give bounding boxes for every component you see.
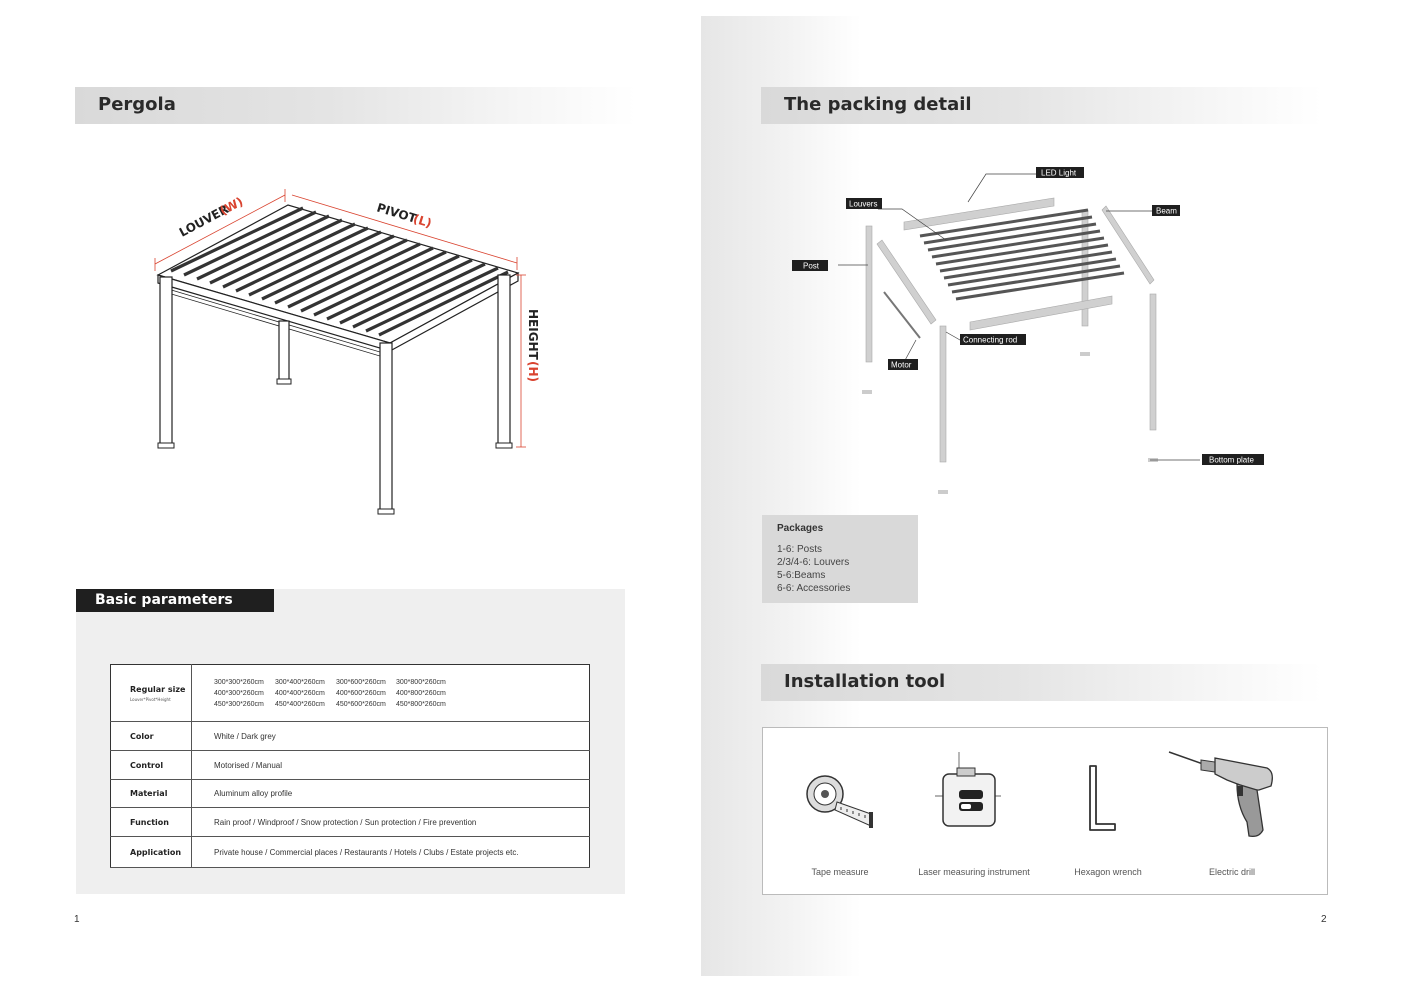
package-item: 1-6: Posts: [777, 544, 823, 555]
installation-title: Installation tool: [784, 671, 946, 692]
param-key: Application: [110, 836, 192, 868]
pergola-title: Pergola: [98, 94, 176, 115]
louver-slats: [170, 206, 509, 337]
svg-text:(W): (W): [217, 194, 245, 218]
leader-lines: [838, 173, 1200, 461]
tool-label: Tape measure: [811, 867, 869, 877]
tool-label: Electric drill: [1208, 867, 1255, 877]
installation-title-bar: Installation tool: [761, 664, 1322, 701]
electric-drill-icon: [1168, 751, 1273, 838]
exploded-beams: [876, 197, 1155, 331]
param-key: Material: [110, 779, 192, 808]
post-bases: [157, 378, 513, 515]
table-row: Function Rain proof / Windproof / Snow p…: [110, 807, 590, 837]
svg-text:Motor: Motor: [891, 361, 912, 370]
param-key: Color: [110, 721, 192, 751]
laser-level-icon: [935, 752, 1001, 827]
packing-title: The packing detail: [784, 94, 972, 115]
tool-laser-level: Laser measuring instrument: [909, 746, 1039, 886]
pergola-diagram: LOUVER (W) PIVOT (L) HEIGHT (H): [154, 189, 540, 515]
param-key: Regular size Louver*Pivot*Height: [110, 664, 192, 722]
packing-exploded-diagram: LED Light Louvers Beam Post Connecting r…: [792, 167, 1264, 494]
package-item: 2/3/4-6: Louvers: [777, 557, 850, 568]
tool-label: Laser measuring instrument: [918, 867, 1030, 877]
param-key: Control: [110, 750, 192, 780]
param-value: Aluminum alloy profile: [191, 779, 590, 808]
svg-text:HEIGHT: HEIGHT: [526, 309, 540, 361]
tape-measure-icon: [806, 775, 873, 828]
table-row: Application Private house / Commercial p…: [110, 836, 590, 868]
svg-text:(L): (L): [411, 212, 433, 231]
posts: [159, 274, 511, 514]
size-grid: 300*300*260cm 300*400*260cm 300*600*260c…: [214, 678, 446, 708]
tool-electric-drill: Electric drill: [1167, 746, 1297, 886]
svg-text:LED Light: LED Light: [1041, 169, 1077, 178]
left-page: Pergola: [0, 0, 701, 992]
svg-text:Louvers: Louvers: [849, 200, 877, 209]
height-dimension-label: HEIGHT (H): [526, 309, 540, 382]
svg-text:Beam: Beam: [1156, 207, 1177, 216]
package-item: 5-6:Beams: [777, 570, 826, 581]
param-value: Motorised / Manual: [191, 750, 590, 780]
installation-tools-box: Tape measure Laser measuring instrument …: [762, 727, 1328, 895]
packing-title-bar: The packing detail: [761, 87, 1322, 124]
table-row: Material Aluminum alloy profile: [110, 779, 590, 808]
param-value: 300*300*260cm 300*400*260cm 300*600*260c…: [191, 664, 590, 722]
table-row: Regular size Louver*Pivot*Height 300*300…: [110, 664, 590, 722]
table-row: Color White / Dark grey: [110, 721, 590, 751]
hex-wrench-icon: [1089, 765, 1116, 831]
motor-part: [883, 291, 921, 339]
pergola-title-bar: Pergola: [75, 87, 636, 124]
param-value: Private house / Commercial places / Rest…: [191, 836, 590, 868]
bottom-plates: [862, 352, 1158, 494]
page-number-left: 1: [74, 914, 80, 925]
part-labels: LED Light Louvers Beam Post Connecting r…: [792, 167, 1264, 465]
table-row: Control Motorised / Manual: [110, 750, 590, 780]
parameters-table: Regular size Louver*Pivot*Height 300*300…: [110, 664, 590, 868]
param-key: Function: [110, 807, 192, 837]
param-value: White / Dark grey: [191, 721, 590, 751]
tool-tape-measure: Tape measure: [775, 746, 905, 886]
page-number-right: 2: [1321, 914, 1327, 925]
svg-text:Post: Post: [803, 262, 820, 271]
packages-box: Packages 1-6: Posts 2/3/4-6: Louvers 5-6…: [762, 515, 918, 603]
dimension-lines: [154, 189, 526, 448]
svg-text:Bottom plate: Bottom plate: [1209, 456, 1254, 465]
param-value: Rain proof / Windproof / Snow protection…: [191, 807, 590, 837]
svg-text:(H): (H): [526, 361, 540, 382]
svg-text:Connecting rod: Connecting rod: [963, 336, 1017, 345]
tool-label: Hexagon wrench: [1074, 867, 1142, 877]
exploded-posts: [865, 209, 1157, 463]
exploded-louvers: [919, 208, 1125, 301]
basic-parameters-title: Basic parameters: [76, 589, 274, 612]
package-item: 6-6: Accessories: [777, 583, 851, 594]
pivot-dimension-label: PIVOT (L): [375, 200, 433, 230]
tool-hex-wrench: Hexagon wrench: [1043, 746, 1173, 886]
packages-title: Packages: [777, 523, 824, 534]
